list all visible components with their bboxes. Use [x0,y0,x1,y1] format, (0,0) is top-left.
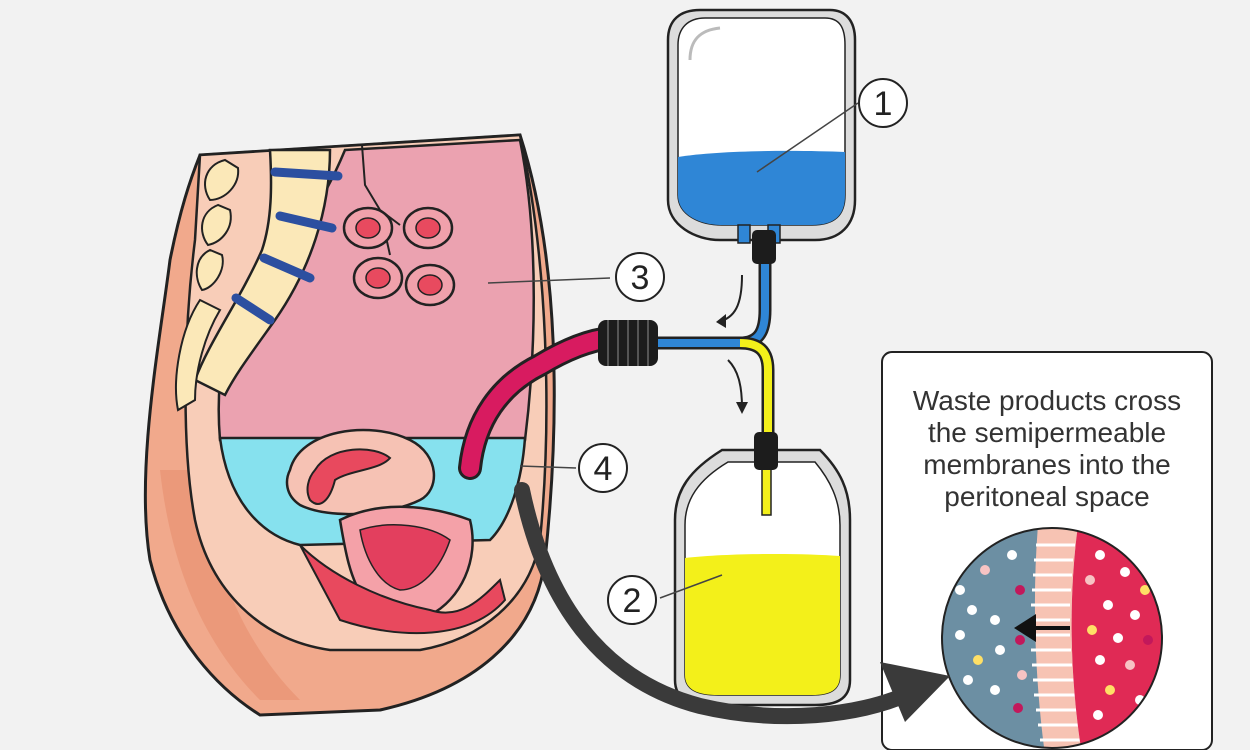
bag-clamp [752,230,776,264]
sacrum [175,298,222,412]
bowel-loop-lumen [365,267,391,289]
semipermeable-membrane [1034,528,1082,748]
diffusion-arrowhead [1014,614,1036,642]
dialysate-bag [666,8,857,264]
rectum-lumen [359,524,451,591]
pelvic-floor [299,544,507,635]
pelvic-organs [285,428,507,635]
bowel-loop-lumen [415,217,441,239]
callout-circle-4 [578,443,628,493]
bag-highlight [688,26,721,61]
body-cross-section [143,133,556,717]
bag-waste-fluid [685,553,840,695]
outflow-arrowhead [736,402,748,414]
inflow-line-fill [655,255,769,347]
intestine-loops [342,144,456,307]
callout-number-2: 2 [623,582,642,620]
catheter-connector [598,320,658,366]
bag-dialysate-fluid [678,150,845,225]
inset-caption-line-4: peritoneal space [944,481,1149,512]
vertebral-disc [275,211,337,233]
spinous-process [201,203,232,247]
bowel-loop-lumen [417,274,443,296]
bowel-loop-lumen [355,217,381,239]
inset-caption-line-3: membranes into the [923,449,1170,480]
callout-line-1 [756,102,859,173]
outflow-arrow [727,359,743,409]
connector-ridges [607,320,649,366]
bag-clamp [754,432,778,470]
particles-peritoneal-side [955,550,1027,713]
callout-number-3: 3 [631,259,650,297]
membrane-stripes [1031,543,1082,742]
inflow-line [655,255,772,350]
callout-line-4 [519,465,577,469]
inflow-arrow [717,274,743,323]
peritoneal-catheter-fill [461,329,619,477]
vertebral-disc [270,167,343,181]
callout-line-3 [487,277,611,284]
spinous-process [204,158,240,202]
buttock-shadow [160,470,300,700]
spine [175,148,343,412]
zoom-arrow [514,482,950,725]
particles-blood-side [1085,550,1153,720]
tubing [458,255,775,480]
callout-circle-1 [858,78,908,128]
spine-column [193,148,332,397]
inset-caption-line-2: the semipermeable [928,417,1166,448]
callouts: 1 3 4 2 [487,78,908,625]
inset-caption-line-1: Waste products cross [913,385,1181,416]
membrane-magnified-view [942,528,1162,748]
callout-line-2 [659,574,723,599]
magnified-view-border [941,527,1163,749]
vertebral-disc [259,253,315,283]
uterus [306,448,392,505]
callout-number-1: 1 [874,85,893,123]
inflow-arrowhead [716,314,726,328]
zoom-arrow-shaft [514,482,913,725]
vertebral-disc [231,293,275,325]
zoom-arrowhead [880,662,950,722]
outflow-line-fill [739,339,772,440]
callout-circle-2 [607,575,657,625]
callout-number-4: 4 [594,450,613,488]
membrane-inset: Waste products cross the semipermeable m… [881,351,1213,750]
callout-circle-3 [615,252,665,302]
spinous-process [195,248,224,292]
drain-bag [673,432,852,707]
bag-port [737,224,751,244]
